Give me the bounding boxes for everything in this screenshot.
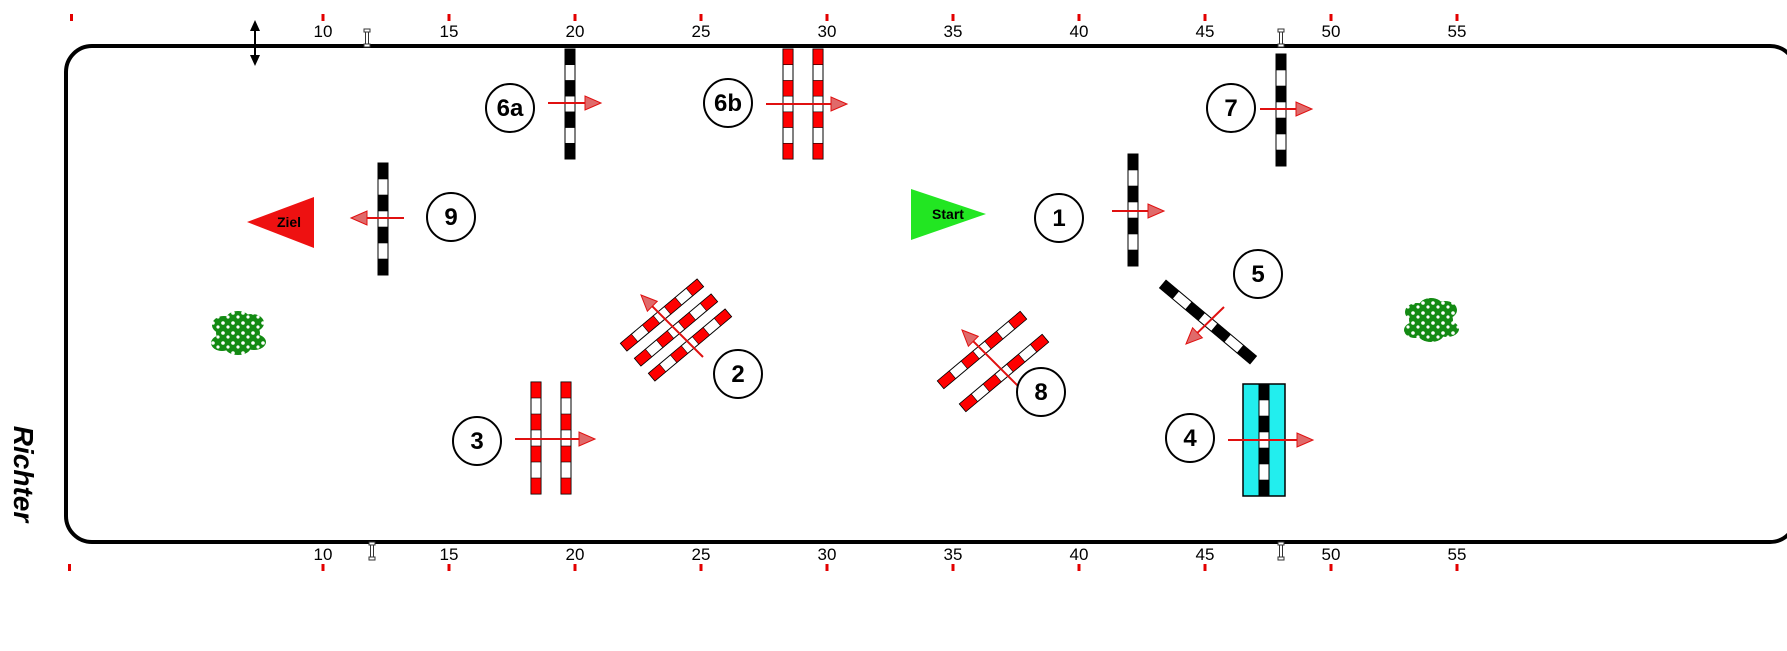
direction-arrows [349, 95, 1315, 448]
scale-dot [1077, 564, 1081, 571]
scale-tick-label: 10 [314, 545, 333, 564]
arena-border [64, 44, 1787, 544]
scale-dot [699, 564, 703, 571]
scale-dot [699, 14, 703, 21]
scale-dot [1077, 14, 1081, 21]
scale-dot [1329, 14, 1333, 21]
scale-tick-label: 45 [1196, 22, 1215, 41]
obstacle-numbers: 1 2 3 4 5 6a 6b 7 8 9 [426, 78, 1283, 466]
start-flag-label: Start [932, 206, 964, 222]
finish-flag-label: Ziel [277, 214, 301, 230]
svg-text:7: 7 [1224, 95, 1237, 122]
scale-dot [1203, 14, 1207, 21]
measure-arrow-icon [250, 20, 260, 66]
obstacle-number-5: 5 [1233, 249, 1283, 299]
scale-dot [321, 14, 325, 21]
scale-dot [447, 14, 451, 21]
finish-flag: Ziel [247, 197, 314, 248]
scale-tick-label: 25 [692, 22, 711, 41]
scale-dot [825, 564, 829, 571]
svg-text:5: 5 [1251, 261, 1264, 288]
scale-tick-label: 25 [692, 545, 711, 564]
direction-arrow-icon [515, 431, 597, 447]
scale-tick-label: 10 [314, 22, 333, 41]
obstacle-number-3: 3 [452, 416, 502, 466]
scale-dot [951, 564, 955, 571]
obstacle-number-8: 8 [1016, 367, 1066, 417]
scale-tick-label: 35 [944, 545, 963, 564]
shrubs [211, 298, 1459, 355]
obstacle-number-2: 2 [713, 349, 763, 399]
scale-dot [1455, 564, 1459, 571]
scale-dot [573, 564, 577, 571]
entrance-post-icon [363, 28, 371, 48]
direction-arrow-icon [1112, 203, 1166, 219]
scale-top: 10 15 20 25 30 35 40 45 50 55 [70, 14, 1466, 41]
direction-arrow-icon [349, 210, 404, 226]
obstacle-number-4: 4 [1165, 413, 1215, 463]
scale-dot [1203, 564, 1207, 571]
entrance-post-icon [368, 541, 376, 561]
scale-bottom: 10 15 20 25 30 35 40 45 50 55 [68, 545, 1466, 571]
direction-arrow-icon [1228, 432, 1315, 448]
scale-dot [321, 564, 325, 571]
judge-label: Richter [8, 426, 39, 525]
entrance-posts [363, 28, 1285, 561]
obstacle-number-1: 1 [1034, 193, 1084, 243]
scale-dot [70, 14, 73, 21]
scale-tick-label: 30 [818, 545, 837, 564]
scale-tick-label: 35 [944, 22, 963, 41]
entrance-post-icon [1277, 541, 1285, 561]
scale-tick-label: 40 [1070, 545, 1089, 564]
direction-arrow-icon [1260, 101, 1314, 117]
scale-dot [68, 564, 71, 571]
shrub-icon [211, 311, 266, 355]
scale-tick-label: 50 [1322, 545, 1341, 564]
scale-tick-label: 45 [1196, 545, 1215, 564]
svg-text:1: 1 [1052, 205, 1065, 232]
scale-tick-label: 15 [440, 545, 459, 564]
obstacle-number-7: 7 [1206, 83, 1256, 133]
svg-text:8: 8 [1034, 379, 1047, 406]
scale-dot [825, 14, 829, 21]
svg-text:6b: 6b [714, 90, 742, 117]
scale-dot [1329, 564, 1333, 571]
entrance-post-icon [1277, 28, 1285, 48]
flags: Start Ziel [247, 189, 986, 248]
scale-dot [951, 14, 955, 21]
scale-tick-label: 30 [818, 22, 837, 41]
direction-arrow-icon [640, 294, 704, 358]
svg-text:4: 4 [1183, 425, 1197, 452]
scale-dot [447, 564, 451, 571]
direction-arrow-icon [766, 96, 849, 112]
svg-text:3: 3 [470, 428, 483, 455]
scale-tick-label: 15 [440, 22, 459, 41]
obstacle-number-9: 9 [426, 192, 476, 242]
scale-tick-label: 55 [1448, 545, 1467, 564]
svg-text:9: 9 [444, 204, 457, 231]
shrub-icon [1404, 298, 1459, 342]
scale-tick-label: 55 [1448, 22, 1467, 41]
scale-tick-label: 50 [1322, 22, 1341, 41]
scale-tick-label: 40 [1070, 22, 1089, 41]
scale-tick-label: 20 [566, 545, 585, 564]
direction-arrow-icon [961, 329, 1020, 388]
obstacle-number-6b: 6b [703, 78, 753, 128]
scale-tick-label: 20 [566, 22, 585, 41]
svg-text:6a: 6a [497, 95, 524, 122]
scale-dot [573, 14, 577, 21]
obstacle-number-6a: 6a [485, 83, 535, 133]
svg-text:2: 2 [731, 361, 744, 388]
direction-arrow-icon [1185, 306, 1225, 345]
start-flag: Start [911, 189, 986, 240]
direction-arrow-icon [548, 95, 603, 111]
scale-dot [1455, 14, 1459, 21]
